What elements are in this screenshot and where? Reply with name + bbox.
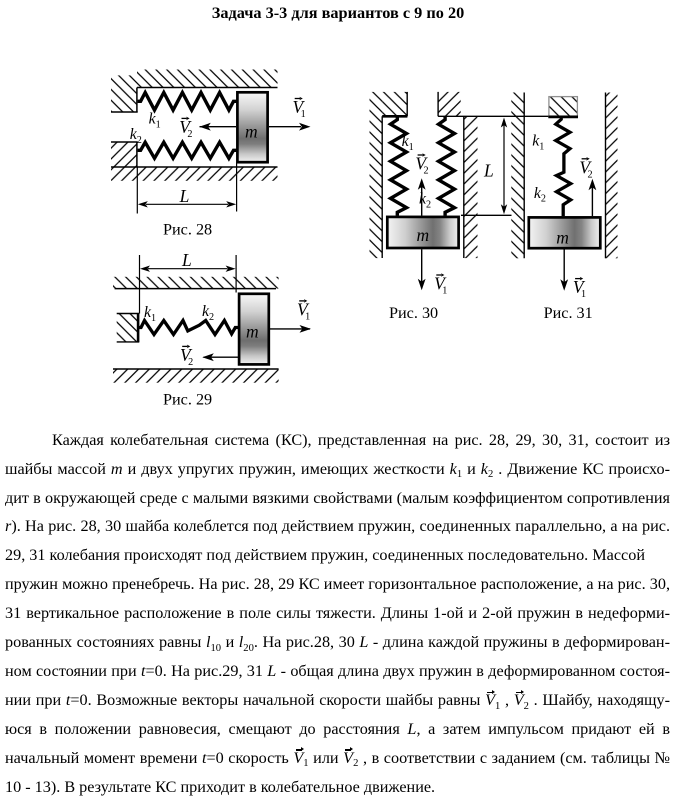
svg-text:1: 1: [581, 289, 586, 300]
svg-text:1: 1: [156, 119, 161, 130]
svg-text:L: L: [179, 186, 190, 206]
svg-text:k: k: [202, 303, 210, 320]
svg-text:2: 2: [137, 135, 142, 146]
svg-text:1: 1: [442, 286, 447, 297]
svg-text:2: 2: [541, 194, 546, 205]
svg-text:1: 1: [539, 142, 544, 153]
svg-text:m: m: [245, 121, 258, 141]
svg-text:V: V: [179, 117, 192, 137]
svg-text:V: V: [434, 274, 447, 294]
svg-text:1: 1: [151, 313, 156, 324]
svg-text:V: V: [415, 154, 428, 174]
svg-text:k: k: [534, 185, 542, 202]
svg-text:V: V: [579, 157, 592, 177]
svg-text:Рис. 31: Рис. 31: [544, 304, 593, 322]
svg-text:2: 2: [188, 357, 193, 368]
svg-text:2: 2: [424, 166, 429, 177]
svg-text:k: k: [144, 304, 152, 321]
svg-text:m: m: [246, 321, 259, 341]
svg-text:k: k: [130, 126, 138, 143]
svg-text:1: 1: [301, 109, 306, 120]
svg-text:k: k: [532, 133, 540, 150]
svg-text:k: k: [419, 191, 427, 208]
svg-text:1: 1: [409, 142, 414, 153]
svg-text:L: L: [483, 160, 494, 180]
svg-text:2: 2: [588, 169, 593, 180]
svg-text:Рис. 30: Рис. 30: [389, 304, 438, 322]
svg-text:2: 2: [209, 312, 214, 323]
svg-text:V: V: [573, 277, 586, 297]
svg-text:1: 1: [305, 311, 310, 322]
svg-text:k: k: [402, 133, 410, 150]
svg-text:L: L: [181, 250, 192, 270]
svg-text:V: V: [293, 97, 306, 117]
svg-text:2: 2: [426, 200, 431, 211]
svg-text:Рис. 29: Рис. 29: [163, 391, 212, 409]
svg-text:V: V: [297, 300, 310, 320]
svg-text:Рис. 28: Рис. 28: [163, 221, 212, 239]
svg-text:2: 2: [187, 129, 192, 140]
svg-text:V: V: [180, 345, 193, 365]
svg-text:m: m: [417, 225, 430, 245]
svg-text:k: k: [149, 111, 157, 128]
svg-text:m: m: [556, 227, 569, 247]
